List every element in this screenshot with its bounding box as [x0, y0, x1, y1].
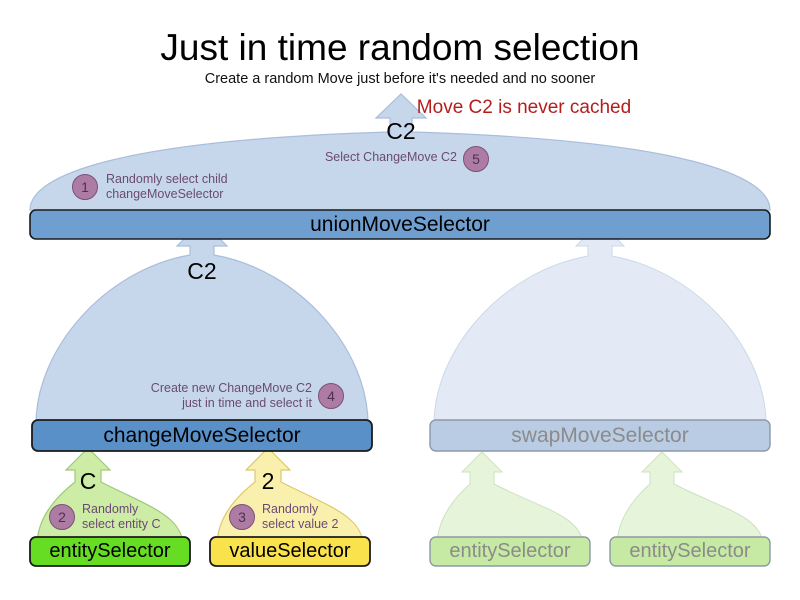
cone-entity-selector-right-1 [436, 451, 584, 547]
step-note-1: Randomly select child changeMoveSelector [106, 172, 228, 201]
label-entity-selector-right-2[interactable]: entitySelector [629, 540, 751, 562]
cone-swap-move-selector [433, 221, 767, 425]
step-badge-5: 5 [463, 146, 489, 172]
label-swap-move-selector[interactable]: swapMoveSelector [511, 423, 689, 447]
bar-entity-selector-left [29, 536, 191, 567]
cone-entity-selector-right-2 [616, 451, 764, 547]
label-entity-selector-right-1[interactable]: entitySelector [449, 540, 571, 562]
warning-text: Move C2 is never cached [0, 96, 800, 119]
label-union-move-selector[interactable]: unionMoveSelector [310, 212, 490, 236]
bar-swap-move-selector [429, 419, 771, 452]
step-note-5: Select ChangeMove C2 [324, 150, 457, 164]
page-subtitle: Create a random Move just before it's ne… [204, 71, 596, 87]
bar-change-move-selector [31, 419, 373, 452]
bar-union-move-selector [29, 209, 771, 240]
label-change-move-selector[interactable]: changeMoveSelector [103, 423, 301, 447]
step-note-2: Randomly select entity C [82, 502, 161, 531]
step-note-3: Randomly select value 2 [262, 502, 339, 531]
step-badge-4: 4 [318, 383, 344, 409]
step-note-4: Create new ChangeMove C2 just in time an… [150, 381, 312, 410]
move-label-change: C2 [187, 258, 217, 284]
step-badge-3: 3 [229, 504, 255, 530]
move-label-union: C2 [386, 118, 416, 144]
bar-entity-selector-right-2 [609, 536, 771, 567]
label-value-selector[interactable]: valueSelector [229, 540, 351, 562]
move-label-entity-left: C [79, 468, 97, 494]
bar-entity-selector-right-1 [429, 536, 591, 567]
bar-value-selector [209, 536, 371, 567]
cone-union-move-selector [29, 93, 771, 211]
step-badge-2: 2 [49, 504, 75, 530]
step-badge-1: 1 [72, 174, 98, 200]
move-label-value-left: 2 [261, 468, 275, 494]
page-title: Just in time random selection [160, 27, 640, 68]
label-entity-selector-left[interactable]: entitySelector [49, 540, 171, 562]
warning-label: Move C2 is never cached [416, 97, 632, 118]
